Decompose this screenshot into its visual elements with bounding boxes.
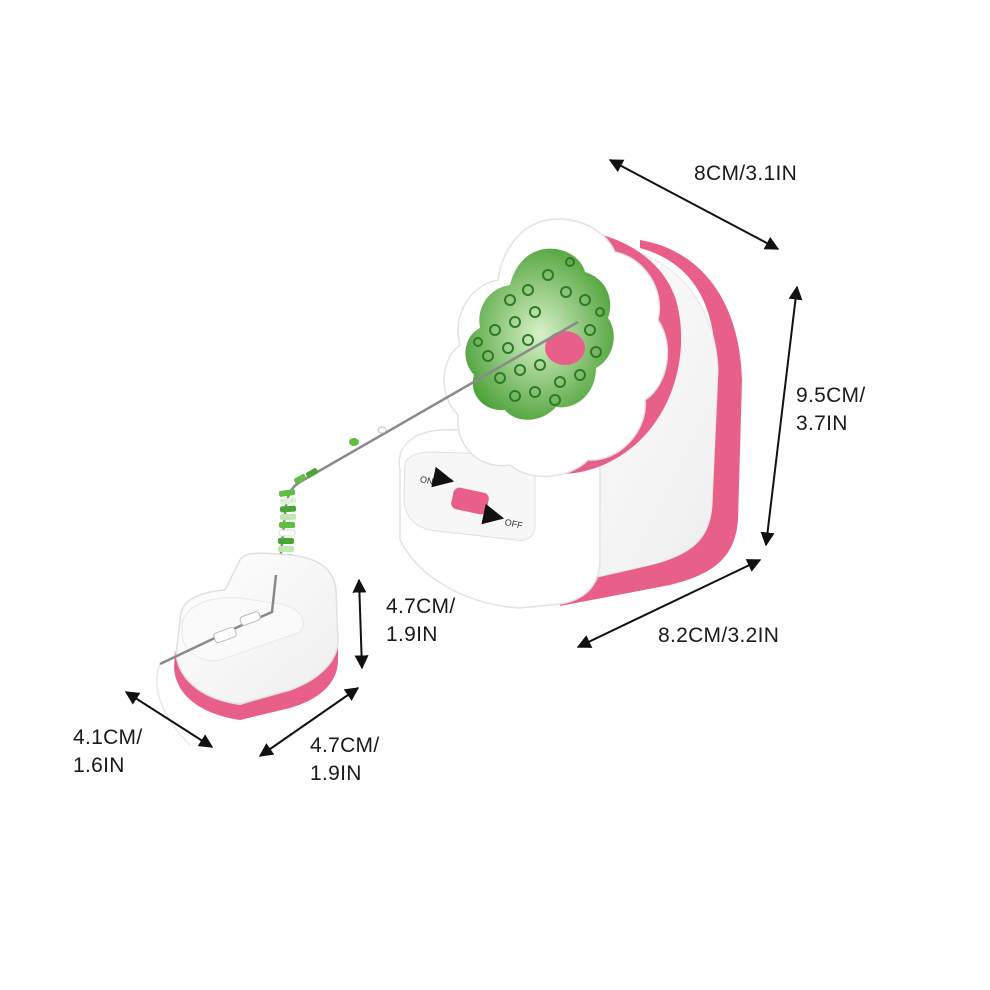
dimension-label-top-width: 8CM/3.1IN xyxy=(694,162,798,185)
stand-clip xyxy=(213,626,237,644)
switch-on-label: ON xyxy=(419,474,434,487)
base-depth-arrow xyxy=(576,559,762,648)
switch-off-label: OFF xyxy=(504,517,524,531)
dimension-label-stand-height: 4.7CM/ 1.9IN xyxy=(386,595,456,646)
bead-spinner-machine: ON OFF xyxy=(398,218,742,609)
threaded-beads xyxy=(277,426,387,568)
off-arrow-icon xyxy=(481,503,505,525)
bead-bowl-interior xyxy=(465,248,614,420)
top-width-arrow xyxy=(608,159,780,250)
bowl-center-knob xyxy=(545,331,585,365)
on-arrow-icon xyxy=(431,466,455,488)
dimension-label-height: 9.5CM/ 3.7IN xyxy=(796,384,866,435)
stand-depth-arrow xyxy=(124,691,214,748)
stand-width-arrow xyxy=(258,687,360,757)
stand-top-face xyxy=(181,597,304,662)
stand-height-arrow xyxy=(352,578,369,670)
dimension-label-stand-width: 4.7CM/ 1.9IN xyxy=(310,734,380,785)
needle-stand xyxy=(156,552,339,746)
beads-cluster xyxy=(473,257,605,406)
stand-clip-2 xyxy=(239,611,261,626)
dimension-label-base-depth: 8.2CM/3.2IN xyxy=(658,624,780,647)
dimension-arrows xyxy=(124,159,803,757)
dimension-label-stand-depth: 4.1CM/ 1.6IN xyxy=(73,726,143,777)
height-arrow xyxy=(760,285,803,547)
power-switch[interactable] xyxy=(450,486,490,515)
